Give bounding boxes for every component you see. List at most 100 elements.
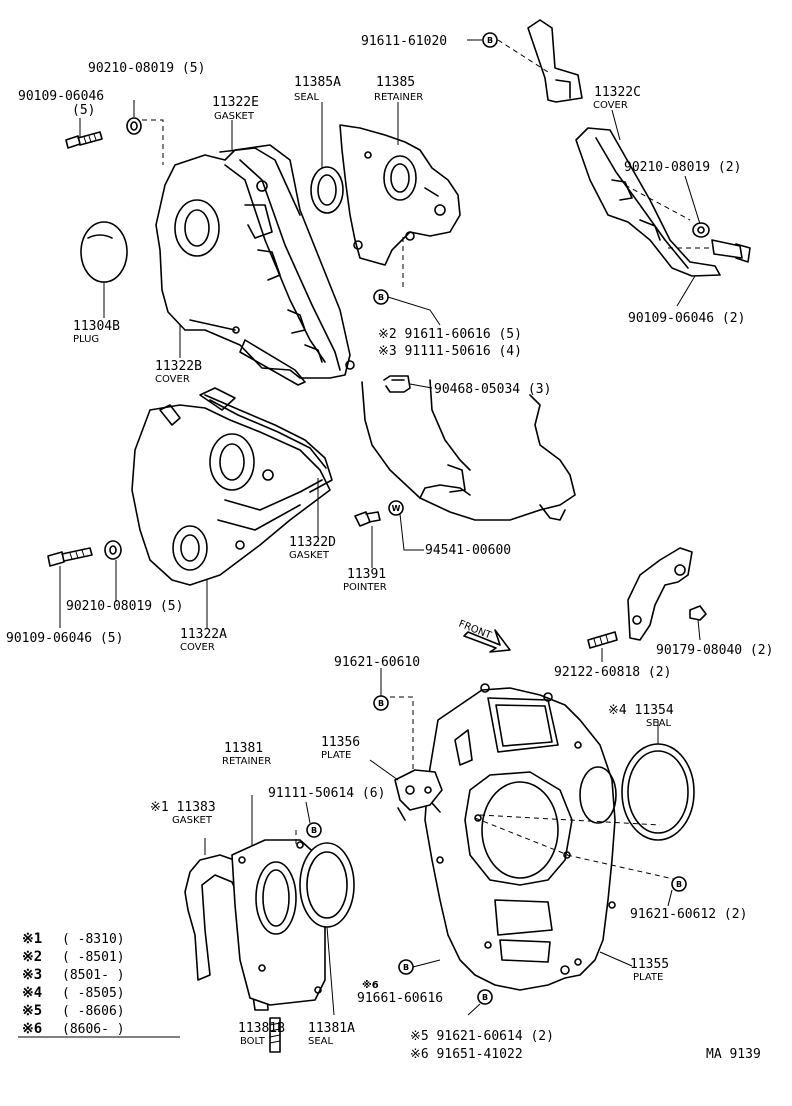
label-90109-06046-top-qty: (5) [72, 103, 95, 118]
svg-text:B: B [482, 993, 488, 1002]
footnote-mark: ※5 [22, 1003, 42, 1019]
label-91611-60616: ※2 91611-60616 (5) [378, 327, 522, 342]
gasket-11322d-drawing [204, 394, 333, 493]
b-marker-retainer-11381: B [306, 822, 322, 838]
label-90210-08019-right: 90210-08019 (2) [624, 160, 741, 175]
label-11381a: 11381A [308, 1021, 355, 1036]
label-11322e-name: GASKET [214, 111, 255, 122]
cover-11322b-drawing [155, 144, 355, 386]
footnote-range: ( -8310) [62, 932, 125, 947]
label-11322e: 11322E [212, 95, 259, 110]
label-11322c-name: COVER [593, 100, 628, 111]
label-11355: 11355 [630, 957, 669, 972]
label-11385a-name: SEAL [294, 92, 320, 103]
label-11385: 11385 [376, 75, 415, 90]
plate-11356-drawing [394, 769, 443, 821]
seal-11354-drawing [621, 743, 695, 841]
gasket-11322e-drawing [219, 147, 301, 216]
svg-text:B: B [311, 826, 317, 835]
svg-text:B: B [403, 963, 409, 972]
label-11322b-name: COVER [155, 374, 190, 385]
label-11304b-name: PLUG [73, 334, 99, 345]
label-11381b: 11381B [238, 1021, 285, 1036]
footnote-mark: ※3 [22, 967, 42, 983]
label-92122-60818: 92122-60818 (2) [554, 665, 671, 680]
bolt-90109-top-drawing [65, 131, 103, 149]
b-marker-91621-60614: B [477, 989, 493, 1005]
bracket-drawing [587, 547, 707, 649]
footnote-mark: ※2 [22, 949, 42, 965]
label-91661-mark: ※6 [362, 979, 379, 991]
footnote-range: (8501- ) [62, 968, 125, 983]
label-11391: 11391 [347, 567, 386, 582]
engine-block-outline [361, 379, 576, 521]
washer-90210-top-drawing [126, 117, 142, 135]
label-front: FRONT [457, 619, 494, 642]
label-91621-60612: 91621-60612 (2) [630, 907, 747, 922]
label-11383: ※1 11383 [150, 800, 216, 815]
label-90109-06046-left: 90109-06046 (5) [6, 631, 123, 646]
label-11385-name: RETAINER [374, 92, 423, 103]
seal-11381a-drawing [299, 842, 355, 928]
leader-lines [18, 39, 701, 1038]
b-marker-top: B [482, 32, 498, 48]
bolt-90109-left-drawing [47, 547, 93, 567]
label-11381: 11381 [224, 741, 263, 756]
svg-text:B: B [378, 293, 384, 302]
label-11381a-name: SEAL [308, 1036, 334, 1047]
label-94541-00600: 94541-00600 [425, 543, 511, 558]
label-11322a-name: COVER [180, 642, 215, 653]
label-11354: ※4 11354 [608, 703, 674, 718]
label-91661-60616: 91661-60616 [357, 991, 443, 1006]
clip-90468-drawing [383, 375, 411, 393]
label-91111-50616: ※3 91111-50616 (4) [378, 344, 522, 359]
plate-11355-drawing [424, 683, 617, 991]
pointer-11391-drawing [354, 511, 381, 527]
dash-b-to-cover-c [497, 39, 549, 73]
washer-90210-left-drawing [104, 540, 122, 560]
drawing-code: MA 9139 [706, 1047, 761, 1062]
svg-text:B: B [487, 36, 493, 45]
cover-11322c-drawing [527, 19, 751, 277]
label-90179-08040: 90179-08040 (2) [656, 643, 773, 658]
front-arrow [463, 629, 511, 653]
label-11381b-name: BOLT [240, 1036, 266, 1047]
b-marker-91621-60612: B [671, 876, 687, 892]
label-90109-06046-right: 90109-06046 (2) [628, 311, 745, 326]
b-marker-retainer: B [373, 289, 389, 305]
label-91111-50614: 91111-50614 (6) [268, 786, 385, 801]
dash-washer-to-cover [142, 119, 164, 165]
label-11304b: 11304B [73, 319, 120, 334]
label-11322a: 11322A [180, 627, 227, 642]
label-90468-05034: 90468-05034 (3) [434, 382, 551, 397]
w-marker-pointer: W [388, 500, 404, 516]
b-marker-plate-11356: B [373, 695, 389, 711]
label-11383-name: GASKET [172, 815, 213, 826]
label-11355-name: PLATE [633, 972, 663, 983]
svg-text:W: W [392, 504, 401, 513]
footnote-range: ( -8606) [62, 1004, 125, 1019]
label-91651-41022: ※6 91651-41022 [410, 1047, 523, 1062]
label-11322c: 11322C [594, 85, 641, 100]
label-11354-name: SEAL [646, 718, 672, 729]
label-11391-name: POINTER [343, 582, 387, 593]
label-90210-08019-top: 90210-08019 (5) [88, 61, 205, 76]
label-11356-name: PLATE [321, 750, 351, 761]
plug-11304b-drawing [80, 221, 128, 283]
svg-text:B: B [378, 699, 384, 708]
svg-text:B: B [676, 880, 682, 889]
label-11322d: 11322D [289, 535, 336, 550]
cover-11322a-drawing [131, 387, 331, 586]
footnote-table: ※1 ( -8310) ※2 ( -8501) ※3 (8501- ) ※4 (… [22, 931, 125, 1037]
label-90109-06046-top: 90109-06046 [18, 89, 104, 104]
retainer-11385-drawing [339, 124, 461, 266]
label-11356: 11356 [321, 735, 360, 750]
b-marker-91661-60616: B [398, 959, 414, 975]
label-91611-61020: 91611-61020 [361, 34, 447, 49]
bolt-11381b-drawing [269, 1017, 281, 1053]
label-11381-name: RETAINER [222, 756, 271, 767]
label-91621-60614: ※5 91621-60614 (2) [410, 1029, 554, 1044]
footnote-range: ( -8501) [62, 950, 125, 965]
footnote-range: (8606- ) [62, 1022, 125, 1037]
